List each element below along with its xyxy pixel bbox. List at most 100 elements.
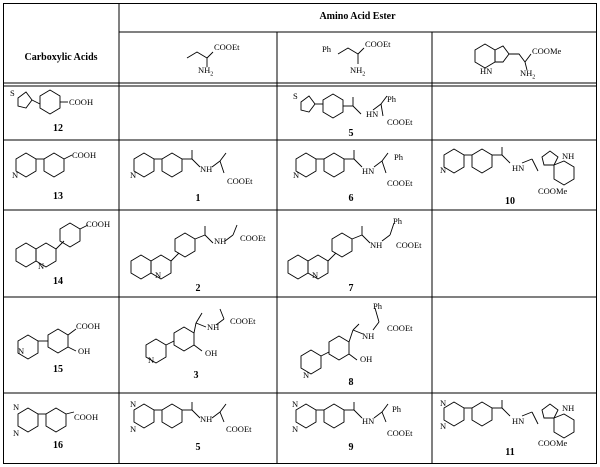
product-9-cooet-label: COOEt bbox=[387, 428, 413, 438]
product-10-nh-label: HN bbox=[512, 163, 525, 173]
row-header: Carboxylic Acids bbox=[24, 52, 98, 63]
compound-number-14: 14 bbox=[53, 276, 63, 287]
product-1-nh-label: NH bbox=[200, 164, 213, 174]
compound-number-5a: 5 bbox=[348, 128, 354, 139]
product-1-cooet-label: COOEt bbox=[227, 176, 253, 186]
product-5-cooet-label: COOEt bbox=[387, 117, 413, 127]
product-11-nh-label: HN bbox=[512, 416, 525, 426]
product-5-ph-label: Ph bbox=[387, 94, 396, 104]
product-6-nh-label: HN bbox=[362, 166, 375, 176]
product-11-n2-label: N bbox=[440, 421, 447, 431]
product-6-cooet-label: COOEt bbox=[387, 178, 413, 188]
product-8-cooet-label: COOEt bbox=[387, 323, 413, 333]
acid-12-s-label: S bbox=[10, 88, 15, 98]
product-7-nh-label: NH bbox=[370, 240, 383, 250]
product-5b-structure bbox=[133, 402, 227, 429]
amine-2-substituent: Ph bbox=[322, 44, 331, 54]
product-8-oh-label: OH bbox=[360, 354, 373, 364]
acid-16-n2-label: N bbox=[13, 428, 20, 438]
compound-number-1: 1 bbox=[195, 193, 201, 204]
product-10-coome-label: COOMe bbox=[538, 186, 568, 196]
compound-number-16: 16 bbox=[53, 440, 63, 451]
compound-number-5b: 5 bbox=[195, 442, 201, 453]
compound-number-12: 12 bbox=[53, 123, 63, 134]
product-11-n1-label: N bbox=[440, 398, 447, 408]
group-title: Amino Acid Ester bbox=[319, 11, 396, 22]
product-9-structure bbox=[295, 402, 389, 429]
acid-14-n-label: N bbox=[38, 261, 45, 271]
amine-3-bottom-label: NH2 bbox=[520, 68, 536, 81]
compound-number-13: 13 bbox=[53, 191, 63, 202]
amine-alanine-structure bbox=[186, 51, 214, 67]
compound-number-7: 7 bbox=[348, 283, 354, 294]
product-5b-n2-label: N bbox=[130, 424, 137, 434]
product-9-nh-label: HN bbox=[362, 416, 375, 426]
product-11-coome-label: COOMe bbox=[538, 438, 568, 448]
amine-1-top-label: COOEt bbox=[214, 42, 240, 52]
product-5b-cooet-label: COOEt bbox=[226, 424, 252, 434]
compound-number-6: 6 bbox=[348, 193, 354, 204]
product-7-cooet-label: COOEt bbox=[396, 240, 422, 250]
acid-15-cooh-label: COOH bbox=[76, 321, 101, 331]
product-10-indole-nh-label: NH bbox=[562, 151, 575, 161]
acid-13-n-label: N bbox=[12, 170, 19, 180]
product-5-nh-label: HN bbox=[366, 109, 379, 119]
compound-number-11: 11 bbox=[505, 447, 515, 458]
amine-1-bottom-label: NH2 bbox=[198, 65, 214, 78]
acid-13-structure bbox=[15, 152, 73, 178]
product-6-ph-label: Ph bbox=[394, 152, 403, 162]
acid-14-cooh-label: COOH bbox=[86, 219, 111, 229]
product-11-indole-nh-label: NH bbox=[562, 403, 575, 413]
product-5-s-label: S bbox=[293, 91, 298, 101]
compound-number-10: 10 bbox=[505, 196, 515, 207]
product-6-n-label: N bbox=[293, 170, 300, 180]
acid-15-structure bbox=[17, 328, 77, 360]
product-2-cooet-label: COOEt bbox=[240, 233, 266, 243]
acid-14-structure bbox=[15, 222, 89, 268]
product-2-n-label: N bbox=[155, 270, 162, 280]
product-2-structure bbox=[130, 224, 238, 280]
amine-phenylalanine-structure bbox=[337, 47, 365, 64]
acid-13-cooh-label: COOH bbox=[72, 150, 97, 160]
product-5b-n1-label: N bbox=[130, 399, 137, 409]
product-3-structure bbox=[145, 308, 225, 364]
product-8-structure bbox=[300, 307, 380, 375]
acid-12-structure bbox=[17, 89, 68, 115]
compound-number-15: 15 bbox=[53, 364, 63, 375]
product-1-structure bbox=[133, 150, 227, 178]
product-10-n-label: N bbox=[440, 165, 447, 175]
product-3-cooet-label: COOEt bbox=[230, 316, 256, 326]
product-3-nh-label: NH bbox=[207, 322, 220, 332]
product-9-n1-label: N bbox=[292, 399, 299, 409]
product-5-structure bbox=[300, 93, 388, 119]
acid-16-cooh-label: COOH bbox=[74, 412, 99, 422]
product-9-ph-label: Ph bbox=[392, 404, 401, 414]
acid-15-n-label: N bbox=[18, 346, 25, 356]
product-7-n-label: N bbox=[312, 270, 319, 280]
product-3-oh-label: OH bbox=[205, 348, 218, 358]
product-8-n-label: N bbox=[303, 370, 310, 380]
acid-16-structure bbox=[17, 407, 75, 433]
acid-12-cooh-label: COOH bbox=[69, 97, 94, 107]
compound-number-2: 2 bbox=[195, 283, 201, 294]
product-8-ph-label: Ph bbox=[373, 301, 382, 311]
product-3-n-label: N bbox=[148, 355, 155, 365]
product-6-structure bbox=[295, 150, 389, 178]
product-2-nh-label: NH bbox=[214, 236, 227, 246]
amine-tryptophan-structure bbox=[474, 43, 532, 71]
compound-number-9: 9 bbox=[348, 442, 354, 453]
product-7-structure bbox=[287, 222, 395, 280]
product-7-ph-label: Ph bbox=[393, 216, 402, 226]
amine-2-top-label: COOEt bbox=[365, 39, 391, 49]
acid-15-oh-label: OH bbox=[78, 346, 91, 356]
compound-number-3: 3 bbox=[193, 370, 199, 381]
product-1-n-label: N bbox=[130, 170, 137, 180]
amine-2-bottom-label: NH2 bbox=[350, 65, 366, 78]
compound-number-8: 8 bbox=[348, 377, 354, 388]
amine-3-substituent: HN bbox=[480, 66, 493, 76]
acid-16-n1-label: N bbox=[13, 402, 20, 412]
product-9-n2-label: N bbox=[292, 424, 299, 434]
product-10-structure bbox=[443, 147, 575, 186]
amine-3-top-label: COOMe bbox=[532, 46, 562, 56]
